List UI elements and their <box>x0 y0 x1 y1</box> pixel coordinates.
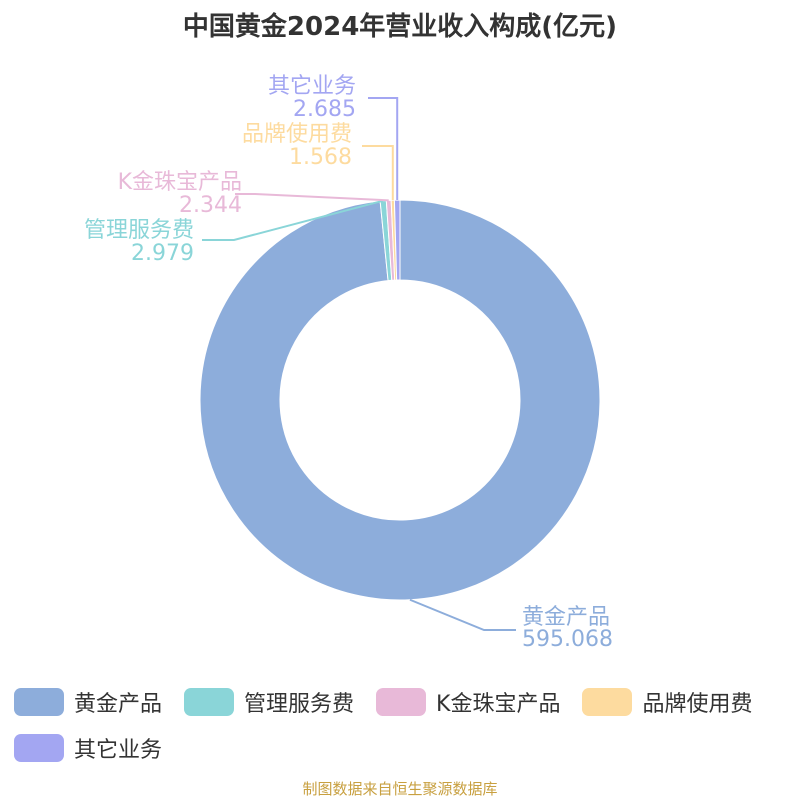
legend-label: 其它业务 <box>74 738 163 763</box>
leader-line-group <box>202 97 516 631</box>
legend-item[interactable]: 黄金产品 <box>14 686 162 718</box>
slice-name-label: 管理服务费 <box>84 218 194 243</box>
legend-swatch <box>14 734 64 762</box>
slice-name-label: 黄金产品 <box>522 605 610 630</box>
slice-value-label: 1.568 <box>289 145 352 170</box>
chart-title: 中国黄金2024年营业收入构成(亿元) <box>182 12 618 42</box>
leader-line <box>409 598 516 631</box>
legend-item[interactable]: K金珠宝产品 <box>376 686 560 718</box>
slice-name-label: K金珠宝产品 <box>118 170 242 195</box>
legend-label: 管理服务费 <box>244 692 355 717</box>
donut-slice[interactable] <box>393 199 401 281</box>
slice-name-label: 品牌使用费 <box>242 122 352 147</box>
legend: 黄金产品 管理服务费 K金珠宝产品 品牌使用费其它业务 <box>14 686 794 764</box>
slice-value-label: 2.344 <box>179 193 242 218</box>
leader-line <box>368 97 399 201</box>
leader-line <box>362 145 394 201</box>
legend-swatch <box>582 688 633 716</box>
source-note: 制图数据来自恒生聚源数据库 <box>302 780 498 798</box>
leader-line <box>202 199 384 241</box>
legend-swatch <box>376 688 427 716</box>
slice-value-label: 2.979 <box>131 241 194 266</box>
legend-item[interactable]: 其它业务 <box>14 732 162 764</box>
legend-label: 品牌使用费 <box>642 692 753 717</box>
donut-slice[interactable] <box>199 199 601 601</box>
legend-label: 黄金产品 <box>74 692 163 717</box>
legend-label: K金珠宝产品 <box>436 692 561 717</box>
slice-group <box>199 199 601 601</box>
legend-swatch <box>184 688 235 716</box>
legend-swatch <box>14 688 64 716</box>
legend-item[interactable]: 品牌使用费 <box>582 686 752 718</box>
slice-value-label: 2.685 <box>293 97 356 122</box>
slice-value-label: 595.068 <box>522 627 613 652</box>
legend-item[interactable]: 管理服务费 <box>184 686 354 718</box>
slice-name-label: 其它业务 <box>268 74 356 99</box>
leader-line <box>235 193 389 202</box>
